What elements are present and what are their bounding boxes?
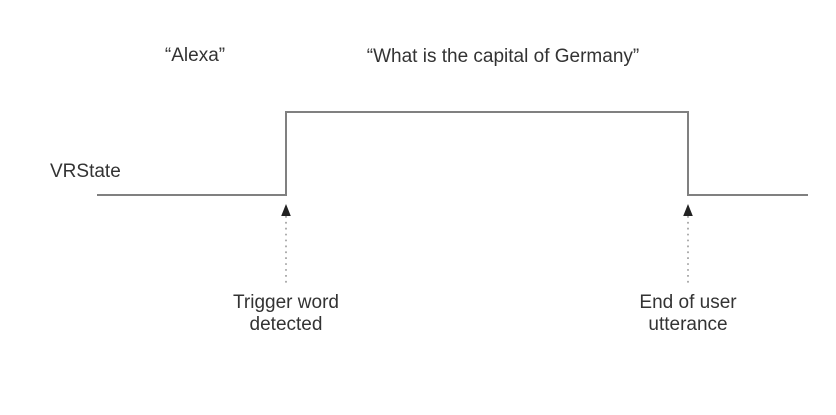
trigger-word-detected-marker xyxy=(281,204,291,286)
caption-line-2: detected xyxy=(249,314,323,336)
end-of-user-utterance-caption: End of user utterance xyxy=(639,292,736,337)
trigger-utterance-label: “Alexa” xyxy=(164,45,226,66)
trigger-word-detected-caption: Trigger word detected xyxy=(233,292,339,337)
caption-line-1: End of user xyxy=(639,292,737,313)
caption-line-1: Trigger word xyxy=(233,292,339,313)
caption-line-2: utterance xyxy=(648,314,728,336)
up-arrow-icon xyxy=(281,204,291,216)
end-of-user-utterance-marker xyxy=(683,204,693,286)
signal-name-label: VRState xyxy=(50,161,121,182)
command-utterance-label: “What is the capital of Germany” xyxy=(366,46,640,67)
up-arrow-icon xyxy=(683,204,693,216)
vrstate-waveform xyxy=(97,111,808,196)
